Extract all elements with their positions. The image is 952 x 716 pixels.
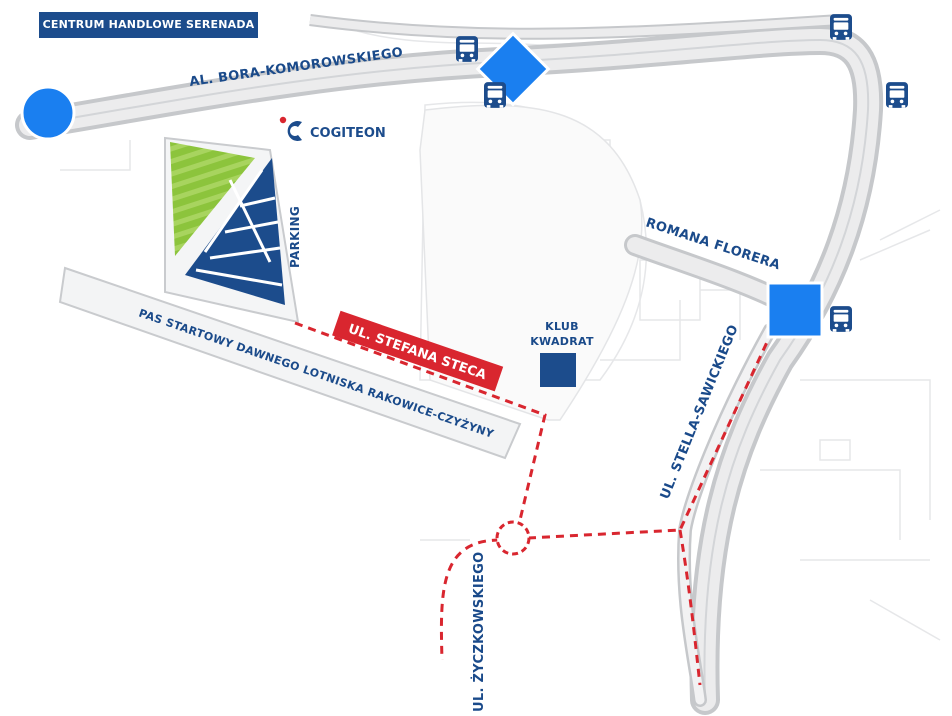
bus-stop-icon[interactable]: [456, 36, 478, 62]
roundabout: [495, 520, 531, 556]
klub-label-line2: KWADRAT: [530, 335, 594, 348]
cogiteon-red-dot: [279, 116, 287, 124]
road-upper: [309, 14, 841, 40]
walking-route: [294, 321, 770, 686]
background-outlines: [60, 21, 941, 641]
location-circle-marker-icon[interactable]: [20, 85, 76, 141]
cogiteon-logo[interactable]: COGITEON: [278, 114, 388, 148]
parking-label: PARKING: [288, 206, 302, 268]
location-square-marker-icon[interactable]: [766, 281, 824, 339]
bus-stop-icon[interactable]: [830, 306, 852, 332]
bus-stop-icon[interactable]: [484, 82, 506, 108]
runway: [58, 266, 522, 460]
street-label-zyczkowskiego: UL. ŻYCZKOWSKIEGO: [471, 551, 487, 712]
centrum-handlowe-badge: CENTRUM HANDLOWE SERENADA: [39, 12, 258, 38]
cogiteon-c-icon: [287, 121, 302, 141]
parking-lot: [164, 136, 300, 324]
klub-label-line1: KLUB: [545, 320, 579, 333]
road-stella-sawickiego: [676, 323, 777, 707]
klub-kwadrat-building: [540, 353, 576, 387]
cogiteon-label: COGITEON: [310, 126, 386, 141]
bus-stop-icon[interactable]: [830, 14, 852, 40]
road-bora-komorowskiego: [15, 24, 884, 715]
bus-stop-icon[interactable]: [886, 82, 908, 108]
plaza-area: [419, 104, 643, 421]
